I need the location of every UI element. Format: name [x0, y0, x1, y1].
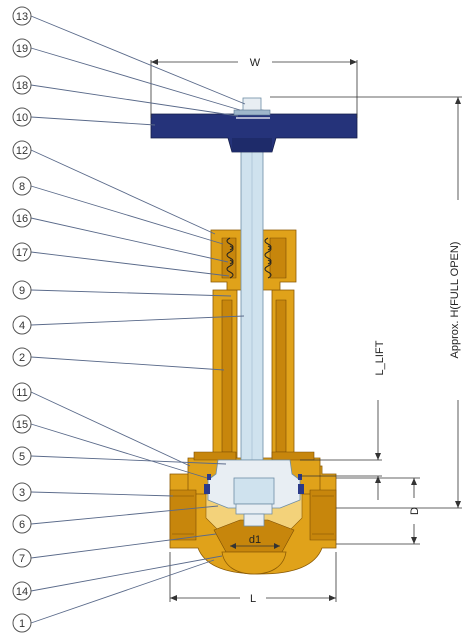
callout-6: 6: [12, 514, 32, 534]
dimension-d1: d1: [230, 534, 280, 549]
svg-text:6: 6: [19, 519, 25, 531]
callout-15: 15: [12, 414, 32, 434]
callout-17: 17: [12, 242, 32, 262]
callout-9: 9: [12, 280, 32, 300]
callout-10: 10: [12, 107, 32, 127]
svg-text:18: 18: [16, 80, 28, 92]
dimension-lift-label: L_LIFT: [374, 340, 386, 375]
leader-lines: [30, 15, 246, 624]
dimension-d-label: D: [409, 507, 421, 515]
callout-5: 5: [12, 446, 32, 466]
callout-7: 7: [12, 548, 32, 568]
callout-12: 12: [12, 140, 32, 160]
svg-text:19: 19: [16, 43, 28, 55]
svg-text:7: 7: [19, 553, 25, 565]
svg-text:17: 17: [16, 247, 28, 259]
dimension-h-label: Approx. H(FULL OPEN): [449, 242, 461, 359]
svg-text:10: 10: [16, 112, 28, 124]
svg-text:13: 13: [16, 11, 28, 23]
valve-stem: [240, 109, 264, 461]
svg-text:15: 15: [16, 419, 28, 431]
svg-text:1: 1: [19, 618, 25, 630]
packing-spring: [226, 237, 272, 279]
svg-text:3: 3: [19, 487, 25, 499]
callout-11: 11: [12, 382, 32, 402]
svg-text:5: 5: [19, 451, 25, 463]
svg-text:12: 12: [16, 145, 28, 157]
handwheel: [150, 97, 358, 153]
callout-16: 16: [12, 208, 32, 228]
svg-text:11: 11: [16, 387, 27, 399]
svg-text:8: 8: [19, 181, 25, 193]
dimension-h: Approx. H(FULL OPEN): [270, 96, 462, 509]
dimension-l-label: L: [250, 593, 256, 605]
callout-14: 14: [12, 581, 32, 601]
dimension-w-label: W: [250, 57, 261, 69]
dimension-w: W: [150, 57, 358, 118]
callout-19: 19: [12, 38, 32, 58]
dimension-d: D: [336, 477, 421, 545]
svg-text:14: 14: [16, 586, 28, 598]
callout-18: 18: [12, 75, 32, 95]
dimension-lift: L_LIFT: [300, 340, 386, 500]
dimension-d1-label: d1: [249, 534, 261, 546]
disc-assembly: [204, 459, 304, 527]
dimension-l: L: [169, 552, 337, 605]
callout-1: 1: [12, 613, 32, 633]
svg-text:16: 16: [16, 213, 28, 225]
svg-text:9: 9: [19, 285, 25, 297]
callout-2: 2: [12, 347, 32, 367]
callout-4: 4: [12, 315, 32, 335]
svg-text:4: 4: [19, 320, 25, 332]
callout-13: 13: [12, 6, 32, 26]
callout-3: 3: [12, 482, 32, 502]
callout-8: 8: [12, 176, 32, 196]
svg-text:2: 2: [19, 352, 25, 364]
